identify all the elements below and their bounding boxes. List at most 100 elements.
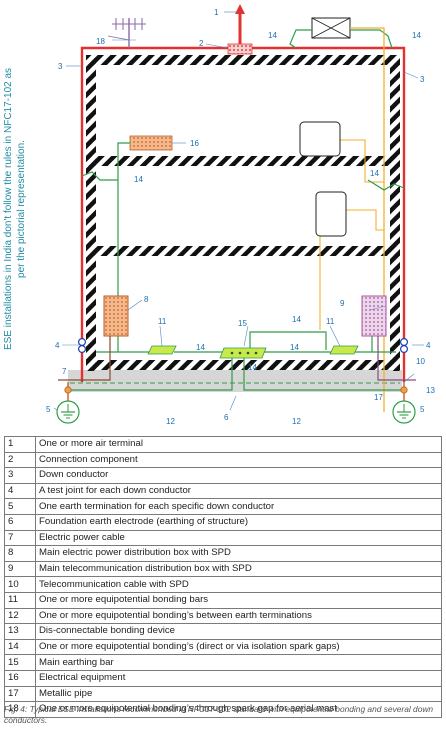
callout-14-ground-b: 14 [196, 343, 205, 352]
callout-2: 2 [199, 39, 204, 48]
callout-4-left: 4 [55, 341, 60, 350]
callout-17: 17 [374, 393, 383, 402]
ground-slab [86, 360, 400, 370]
callout-4-right: 4 [426, 341, 431, 350]
bonding-equipment-16 [117, 142, 130, 296]
legend-description: Electrical equipment [35, 669, 442, 687]
legend-description: Main earthing bar [35, 654, 442, 671]
legend-number: 11 [4, 591, 36, 609]
legend-description: Foundation earth electrode (earthing of … [35, 513, 442, 531]
legend-description: Electric power cable [35, 529, 442, 547]
legend-description: One or more equipotential bonding’s (dir… [35, 638, 442, 656]
callout-14-floor-right: 14 [370, 169, 379, 178]
callout-1: 1 [214, 8, 219, 17]
callout-13: 13 [426, 386, 435, 395]
callout-18: 18 [96, 37, 105, 46]
legend-number: 3 [4, 467, 36, 484]
bonding-main-bar-top [249, 331, 327, 352]
equipment-box-lower [315, 191, 347, 237]
leader-lines [53, 11, 424, 411]
legend-number: 7 [4, 529, 36, 547]
telecom-cable [377, 336, 416, 381]
test-joint-left-top [77, 338, 86, 347]
legend-description: Connection component [35, 451, 442, 469]
callout-11-right: 11 [326, 317, 335, 326]
legend-number: 2 [4, 451, 36, 469]
callout-12-left: 12 [166, 417, 175, 426]
legend-number: 10 [4, 576, 36, 593]
legend-description: One earth termination for each specific … [35, 498, 442, 515]
legend-description: One or more equipotential bonding’s betw… [35, 607, 442, 625]
legend-number: 16 [4, 669, 36, 687]
callout-14-ground-d: 14 [248, 363, 257, 372]
legend-number: 9 [4, 560, 36, 578]
legend-number: 15 [4, 654, 36, 671]
bonding-bar-left [147, 345, 177, 355]
bonding-floor-right [367, 179, 405, 191]
callout-14-floor-left: 14 [134, 175, 143, 184]
callout-14-ground-a: 14 [292, 315, 301, 324]
callout-16: 16 [190, 139, 199, 148]
legend-number: 8 [4, 545, 36, 562]
down-conductor-right [245, 46, 406, 382]
wall-left [86, 55, 96, 371]
earth-termination-right-icon [392, 400, 416, 424]
legend-number: 12 [4, 607, 36, 625]
callout-5-right: 5 [420, 405, 425, 414]
legend-description: Metallic pipe [35, 685, 442, 703]
legend-number: 17 [4, 685, 36, 703]
legend-description: Down conductor [35, 467, 442, 484]
floor-slab-1 [86, 156, 400, 166]
callout-3-left: 3 [58, 62, 63, 71]
legend-description: A test joint for each down conductor [35, 482, 442, 500]
legend-number: 14 [4, 638, 36, 656]
legend-description: Telecommunication cable with SPD [35, 576, 442, 593]
air-terminal-tip [235, 4, 245, 14]
legend-number: 13 [4, 623, 36, 640]
callout-5-left: 5 [46, 405, 51, 414]
legend-description: Main electric power distribution box wit… [35, 545, 442, 562]
callout-15: 15 [238, 319, 247, 328]
roof-slab [86, 55, 400, 65]
earth-interconnect [68, 358, 233, 391]
power-distribution-box [103, 295, 129, 337]
test-joint-right-bottom [400, 345, 409, 354]
legend-number: 5 [4, 498, 36, 515]
legend-number: 4 [4, 482, 36, 500]
metallic-pipe [350, 27, 385, 412]
callout-9: 9 [340, 299, 345, 308]
main-earthing-bar [219, 347, 267, 359]
legend-description: One or more air terminal [35, 436, 442, 453]
ese-installation-diagram: 1 2 3 3 4 4 5 5 6 7 8 9 10 11 11 12 12 1… [46, 4, 435, 426]
electric-power-cable [58, 336, 111, 381]
rooftop-bond [289, 29, 312, 49]
legend-description: One or more equipotential bonding’s thro… [35, 701, 442, 718]
callout-14-top-left: 14 [268, 31, 277, 40]
test-joint-right-top [400, 338, 409, 347]
callout-3-right: 3 [420, 75, 425, 84]
legend-number: 6 [4, 513, 36, 531]
floor-slab-2 [86, 246, 400, 256]
callout-8: 8 [144, 295, 149, 304]
equipment-box-upper [299, 121, 341, 157]
electrical-equipment [129, 135, 173, 151]
test-joint-left-bottom [77, 345, 86, 354]
callout-14-top-right: 14 [412, 31, 421, 40]
ground-band [68, 370, 402, 392]
disconnect-device-right [400, 386, 408, 394]
legend-number: 18 [4, 701, 36, 718]
callout-6: 6 [224, 413, 229, 422]
